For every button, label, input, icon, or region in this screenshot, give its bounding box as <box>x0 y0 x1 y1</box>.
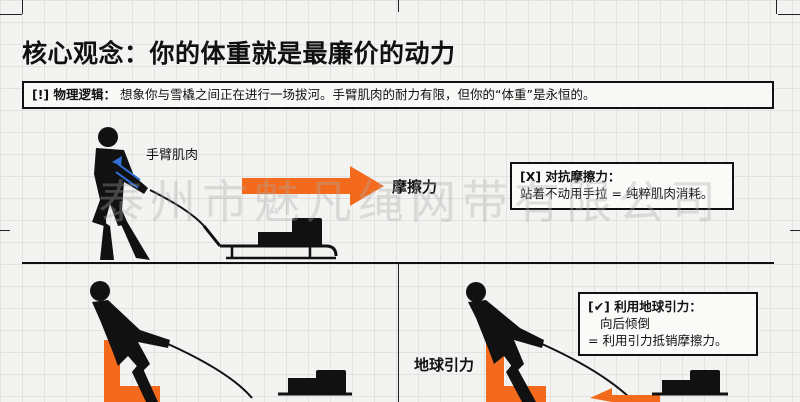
note-gravity: [✔] 利用地球引力： 向后倾倒 = 利用引力抵销摩擦力。 <box>578 292 758 356</box>
friction-arrow <box>242 166 384 206</box>
sled-right <box>652 370 728 396</box>
page-title: 核心观念：你的体重就是最廉价的动力 <box>22 39 456 68</box>
crop-mark <box>0 230 10 231</box>
friction-label: 摩擦力 <box>392 178 438 196</box>
rope-right <box>541 343 631 399</box>
gravity-arrow <box>590 388 660 402</box>
rope-left <box>167 343 253 399</box>
logic-text: 想象你与雪橇之间正在进行一场拔河。手臂肌肉的耐力有限，但你的“体重”是永恒的。 <box>119 87 596 102</box>
note-friction: [X] 对抗摩擦力： 站着不动用手拉 = 纯粹肌肉消耗。 <box>510 162 734 210</box>
note-gravity-title: [✔] 利用地球引力： <box>588 299 702 314</box>
crop-mark <box>778 14 800 15</box>
leaning-figure-right <box>466 282 544 402</box>
standing-figure <box>92 127 150 260</box>
rope-top <box>149 189 205 227</box>
note-gravity-line2: = 利用引力抵销摩擦力。 <box>588 333 728 348</box>
gravity-label: 地球引力 <box>414 356 475 374</box>
crop-mark <box>0 14 22 15</box>
crop-mark <box>776 0 777 14</box>
physics-logic-box: [!] 物理逻辑：想象你与雪橇之间正在进行一场拔河。手臂肌肉的耐力有限，但你的“… <box>22 81 774 109</box>
crop-mark <box>398 0 399 12</box>
crop-mark <box>790 230 800 231</box>
sled-left <box>278 370 352 396</box>
arm-muscle-label: 手臂肌肉 <box>146 148 199 163</box>
note-friction-title: [X] 对抗摩擦力： <box>520 169 621 184</box>
ground-line-top <box>22 262 774 264</box>
arm-muscle-indicator <box>112 156 141 189</box>
panel-divider <box>398 264 399 402</box>
note-friction-line: 站着不动用手拉 = 纯粹肌肉消耗。 <box>520 186 714 201</box>
sled-top <box>202 218 338 260</box>
note-gravity-line1: 向后倾倒 <box>600 316 651 331</box>
crop-mark <box>22 0 23 14</box>
leaning-figure-left <box>90 281 170 402</box>
logic-tag: [!] 物理逻辑： <box>32 87 116 102</box>
